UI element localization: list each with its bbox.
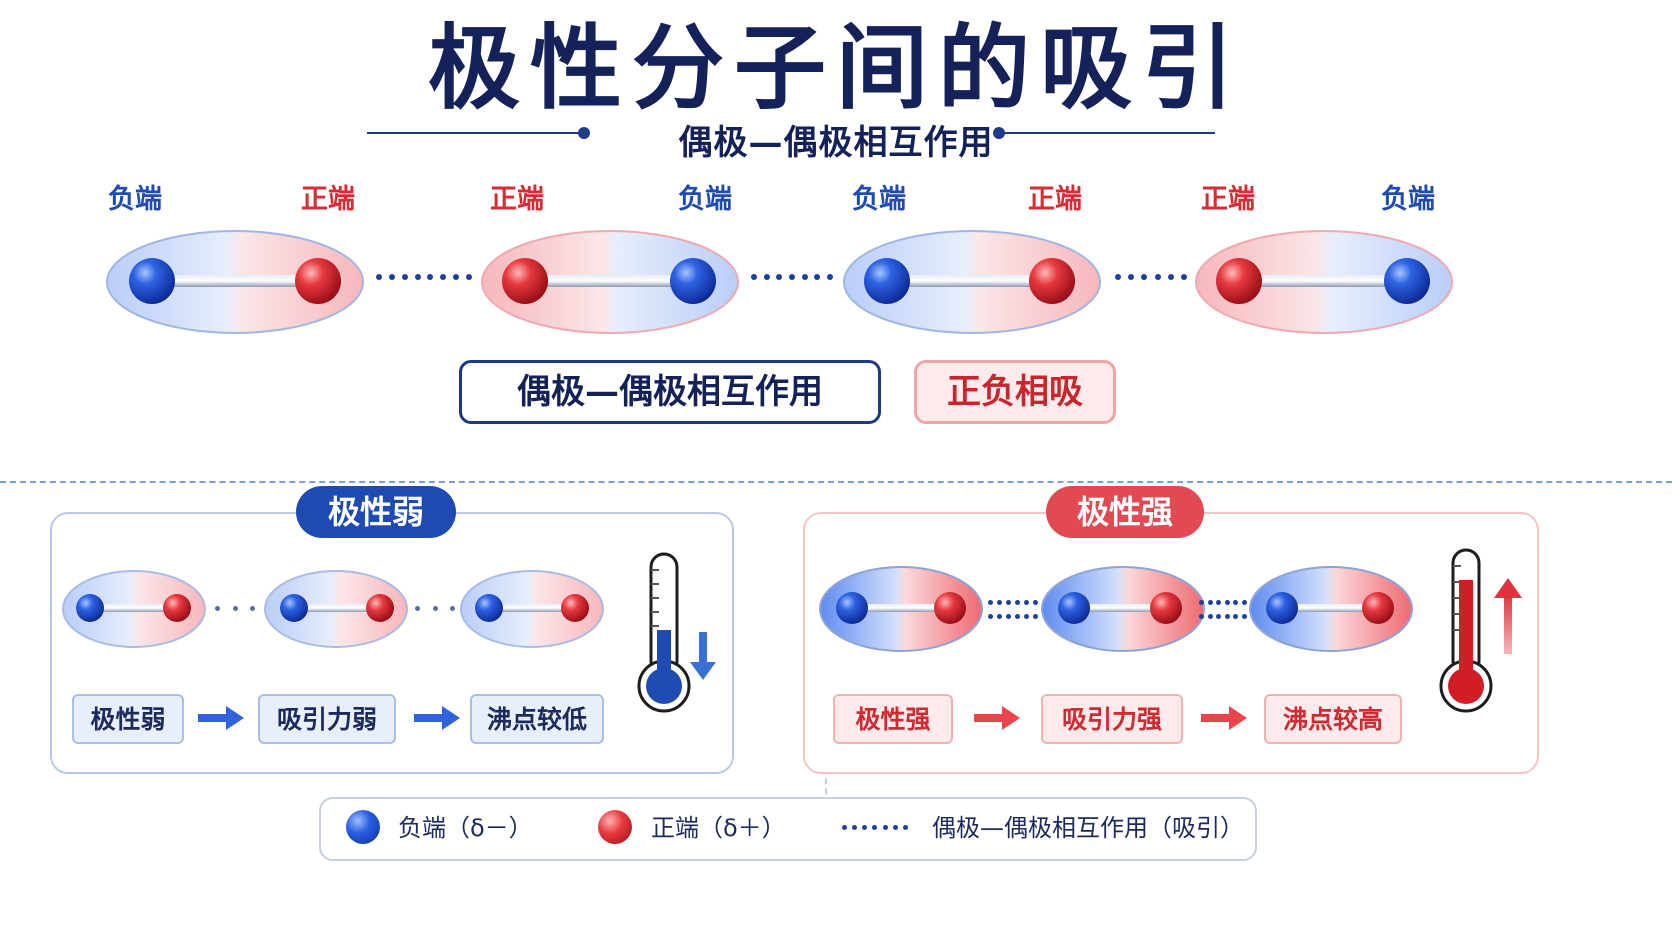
arrow-down-icon [690, 632, 716, 680]
end-label-negative: 负端 [108, 184, 162, 215]
strong-step-polarity: 极性强 [833, 694, 953, 744]
strong-polarity-title: 极性强 [1046, 486, 1204, 538]
subtitle-left-dot [578, 127, 590, 139]
positive-end-icon [598, 810, 632, 844]
end-label-negative: 负端 [1381, 184, 1435, 215]
polar-molecule [106, 230, 364, 334]
interaction-dots-icon [842, 823, 908, 831]
polar-molecule [843, 230, 1101, 334]
page-title: 极性分子间的吸引 [427, 15, 1244, 122]
polar-molecule [481, 230, 739, 334]
legend-positive-label: 正端（δ＋） [651, 814, 786, 842]
section-divider [0, 481, 1672, 483]
thermometer-fill-strong [1459, 580, 1473, 682]
subtitle-left-line [367, 132, 583, 134]
polar-molecule-strong [819, 566, 983, 652]
legend [319, 797, 1257, 861]
weak-polarity-title: 极性弱 [296, 486, 456, 538]
arrow-right-icon [414, 706, 460, 730]
strong-attraction-dots [1199, 612, 1247, 620]
weak-step-polarity: 极性弱 [72, 694, 184, 744]
arrow-right-icon [974, 706, 1020, 730]
attraction-label-box: 正负相吸 [914, 360, 1116, 424]
strong-attraction-dots [988, 598, 1038, 606]
negative-end-icon [346, 810, 380, 844]
weak-step-boiling: 沸点较低 [470, 694, 604, 744]
thermometer-icon [1439, 548, 1493, 713]
arrow-up-icon [1494, 578, 1522, 654]
attraction-dots [751, 273, 833, 281]
legend-interaction-label: 偶极—偶极相互作用（吸引） [932, 814, 1244, 842]
arrow-right-icon [198, 706, 244, 730]
arrow-right-icon [1201, 706, 1247, 730]
legend-negative-label: 负端（δ－） [398, 814, 533, 842]
weak-step-attraction: 吸引力弱 [258, 694, 396, 744]
end-label-positive: 正端 [1028, 184, 1082, 215]
end-label-positive: 正端 [490, 184, 544, 215]
end-label-negative: 负端 [678, 184, 732, 215]
polar-molecule-strong [1249, 566, 1413, 652]
strong-attraction-dots [1199, 598, 1247, 606]
subtitle-right-dot [993, 127, 1005, 139]
attraction-dots [376, 273, 472, 281]
strong-attraction-dots [988, 612, 1038, 620]
polar-molecule-strong [1041, 566, 1205, 652]
polar-molecule-small [460, 570, 604, 648]
thermometer-icon [637, 552, 691, 713]
strong-step-attraction: 吸引力强 [1041, 694, 1183, 744]
end-label-positive: 正端 [1201, 184, 1255, 215]
weak-attraction-dots [215, 604, 255, 612]
weak-attraction-dots [415, 604, 455, 612]
strong-step-boiling: 沸点较高 [1264, 694, 1402, 744]
page-subtitle: 偶极—偶极相互作用 [678, 123, 994, 163]
interaction-label-box: 偶极—偶极相互作用 [459, 360, 881, 424]
polar-molecule-small [264, 570, 408, 648]
subtitle-right-line [1000, 132, 1215, 134]
attraction-dots [1115, 273, 1187, 281]
polar-molecule-small [62, 570, 206, 648]
end-label-positive: 正端 [301, 184, 355, 215]
polar-molecule [1195, 230, 1453, 334]
end-label-negative: 负端 [852, 184, 906, 215]
